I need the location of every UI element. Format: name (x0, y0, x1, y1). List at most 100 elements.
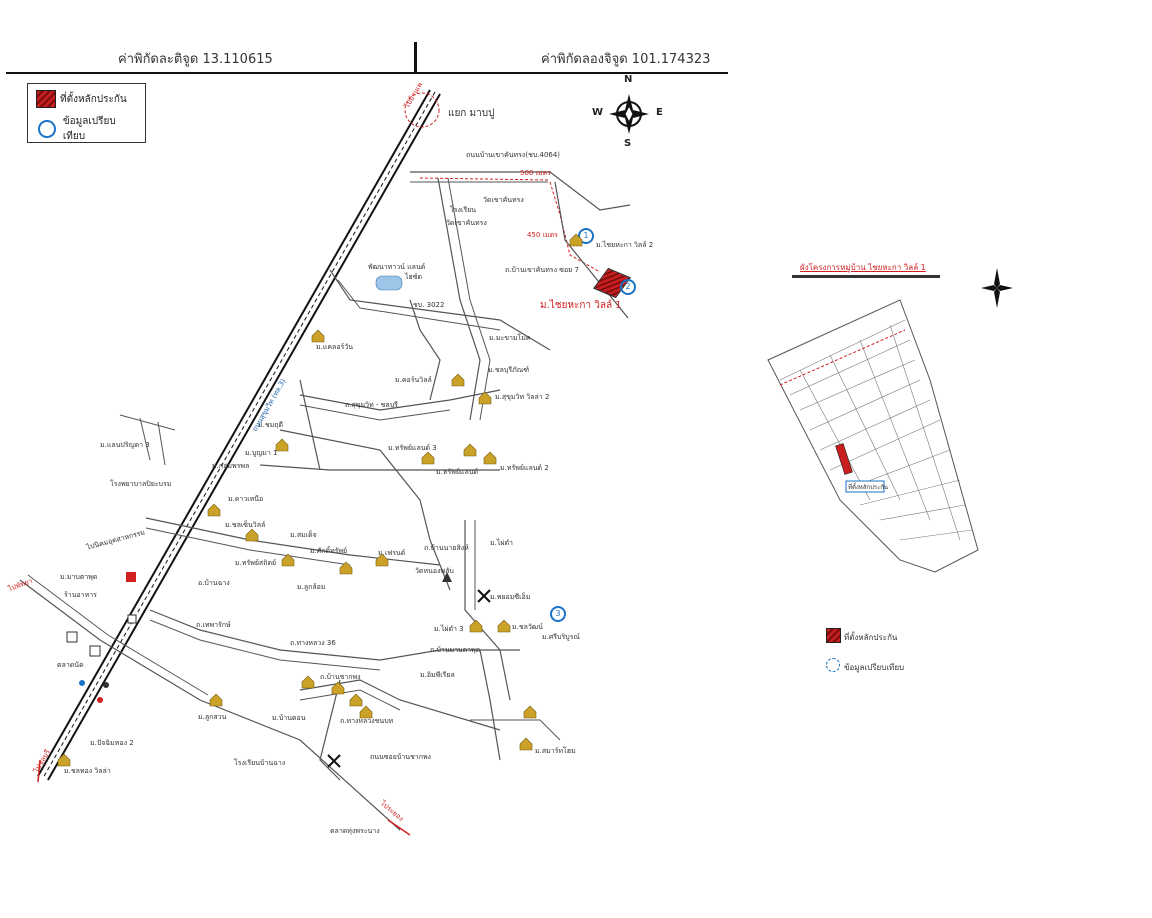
village-aa-label: ม.ชลวัฒน์ (512, 623, 543, 631)
rd-c-label: ถ.เทพารักษ์ (196, 621, 231, 629)
dist-450-label: 450 เมตร (527, 231, 558, 239)
village-n-label: ม.บูญมา 1 (245, 449, 278, 457)
comparison-circle-icon (38, 120, 56, 138)
village-p-label: ม.ดาวเหนือ (228, 495, 264, 503)
village-f-label: ม.ชลบุรีภัณฑ์ (488, 366, 530, 374)
village-x-label: ม.ไผ่ดำ (490, 539, 513, 547)
market-icon (66, 631, 78, 643)
marker-num-3: 3 (555, 609, 561, 618)
inset-legend-property: ที่ตั้งหลักประกัน (844, 633, 898, 642)
compass-w: W (592, 107, 604, 118)
village-e-label: ม.มะขามโมค (489, 334, 531, 342)
poi-red-icon (97, 697, 103, 703)
school-label: โรงเรียน (450, 206, 476, 214)
legend-property-label: ที่ตั้งหลักประกัน (60, 93, 127, 105)
hospital-label: โรงพยาบาลปิยะบรม (110, 480, 172, 488)
village-k-label: ม.ทรัพย์แลนด์ (436, 468, 479, 476)
inset-legend: ที่ตั้งหลักประกัน ข้อมูลเปรียบเทียบ (826, 626, 946, 678)
inset-property-swatch-icon (826, 628, 841, 643)
inset-legend-comparison: ข้อมูลเปรียบเทียบ (844, 663, 905, 672)
village-2-label: ม.ไชยหะกา วิลล์ 2 (596, 241, 654, 249)
village-w-label: ม.มาบตาพุด (60, 573, 98, 581)
shop-icon (127, 614, 137, 624)
inset-compass (975, 260, 1019, 312)
marker-num-2: 2 (625, 282, 631, 291)
village-ee-label: ม.ชลทอง วิลล่า (64, 767, 111, 775)
inset-title: ผังโครงการหมู่บ้าน ไชยหะกา วิลล์ 1 (800, 263, 926, 272)
temple-label: วัดเขาคันทรง (483, 196, 524, 204)
village-cc-label: ม.อิมพีเรียล (420, 671, 455, 679)
village-q-label: ม.ชลเซ็นวิลล์ (225, 521, 266, 529)
map-legend: ที่ตั้งหลักประกัน ข้อมูลเปรียบเทียบ (27, 83, 146, 143)
market-b-label: ตลาดทุ่งพระนาง (330, 827, 380, 835)
village-d-label: ม.แคลอร์วัน (316, 343, 354, 351)
legend-property-row: ที่ตั้งหลักประกัน (36, 90, 137, 108)
dist-500-label: 500 เมตร (520, 169, 551, 177)
village-g-label: ม.คอร์นวิลล์ (395, 376, 432, 384)
inset-marker-label: ที่ตั้งหลักประกัน (848, 484, 889, 491)
pattaya-house-label: พัฒนาทาวน์ แลนด์ (368, 263, 426, 271)
header-divider (414, 42, 417, 72)
compass-s: S (624, 138, 632, 149)
school-b-label: โรงเรียนบ้านฉาง (234, 759, 286, 767)
village-hh-label: ม.สมาร์ทโฮม (535, 747, 576, 755)
comparison-marker-2: 2 (620, 279, 636, 295)
inset-marker-label-box (845, 480, 885, 493)
poi-icon (103, 682, 109, 688)
bank-icon (126, 572, 136, 582)
rd-sukhumvit-label: ถ.สุขุมวิท - ชลบุรี (345, 401, 398, 409)
village-s-label: ม.ทรัพย์สถิตย์ (235, 559, 277, 567)
village-dd-label: ม.บ้านดอน (272, 714, 306, 722)
village-j-label: ม.ทรัพย์แลนด์ 2 (500, 464, 549, 472)
rd-h-label: ถนนซอยบ้านชากพง (370, 753, 431, 761)
building-icon (89, 645, 101, 657)
market-label: ตลาดนัด (57, 661, 84, 669)
legend-comparison-row: ข้อมูลเปรียบเทียบ (36, 114, 137, 144)
compass-rose: N S W E (590, 74, 670, 152)
legend-comparison-label: ข้อมูลเปรียบเทียบ (62, 116, 116, 142)
shop-label: ร้านอาหาร (64, 591, 97, 599)
property-swatch-icon (36, 90, 56, 108)
rd-b-label: ถ.บ้านนายสิงห์ (424, 544, 469, 552)
village-m-label: ม.ชมฤดี (258, 421, 283, 429)
village-z-label: ม.ไผ่ดำ 3 (434, 625, 464, 633)
village-i-label: ม.ทรัพย์แลนด์ 3 (388, 444, 437, 452)
comparison-marker-1: 1 (578, 228, 594, 244)
village-o-label: ม.กลุ่มพรพล (212, 462, 250, 470)
rd-e-label: ถ.บ้านมาบตาพุด (430, 646, 481, 654)
pond-label: ไฮซ์ด (405, 273, 423, 281)
village-t-label: ม.ศักดิ์ทรัพย์ (310, 547, 348, 555)
village-bb-label: ม.ศรีบริบูรณ์ (542, 633, 580, 641)
village-h-label: ม.สุขุมวิท วิลล่า 2 (495, 393, 550, 401)
temple-b-label: วัดหนองพลับ (415, 567, 454, 575)
village-y-label: ม.พยอมซีเอ็ม (490, 593, 531, 601)
village-u-label: ม.เฟรนด์ (378, 549, 406, 557)
pond-icon (375, 275, 403, 291)
district-label: อ.บ้านฉาง (198, 579, 230, 587)
longitude-label: ค่าพิกัดลองจิจูด 101.174323 (541, 52, 711, 67)
compass-icon (609, 94, 649, 134)
rd-f-label: ถ.บ้านชากพง (320, 673, 361, 681)
village-l-label: ม.แลนปริญดา 3 (100, 441, 150, 449)
inset-comparison-circle-icon (826, 658, 840, 672)
rd-g-label: ถ.ทางหลวงชนบท (340, 717, 394, 725)
rd-d-label: ถ.ทางหลวง 36 (290, 639, 336, 647)
inset-property-marker (835, 443, 853, 475)
marker-num-1: 1 (583, 231, 589, 240)
comparison-marker-3: 3 (550, 606, 566, 622)
inset-compass-icon (981, 268, 1013, 308)
village-r-label: ม.สมเด็จ (290, 531, 317, 539)
subject-village-label: ม.ไชยหะกา วิลล์ 1 (540, 300, 622, 311)
main-map-roads (19, 89, 631, 836)
junction-label: แยก มาบปู (448, 108, 495, 119)
compass-e: E (656, 107, 663, 118)
village-gg-label: ม.ลูกสวน (198, 713, 227, 721)
inset-title-bar: ผังโครงการหมู่บ้าน ไชยหะกา วิลล์ 1 (792, 259, 940, 278)
rd-3022-label: ชบ. 3022 (413, 301, 445, 309)
header-bar: ค่าพิกัดละติจูด 13.110615 ค่าพิกัดลองจิจ… (6, 42, 728, 74)
latitude-label: ค่าพิกัดละติจูด 13.110615 (118, 52, 273, 67)
temple-khao-label: วัดเขาคันทรง (446, 219, 487, 227)
compass-n: N (624, 74, 633, 85)
temple-icon (442, 572, 452, 582)
